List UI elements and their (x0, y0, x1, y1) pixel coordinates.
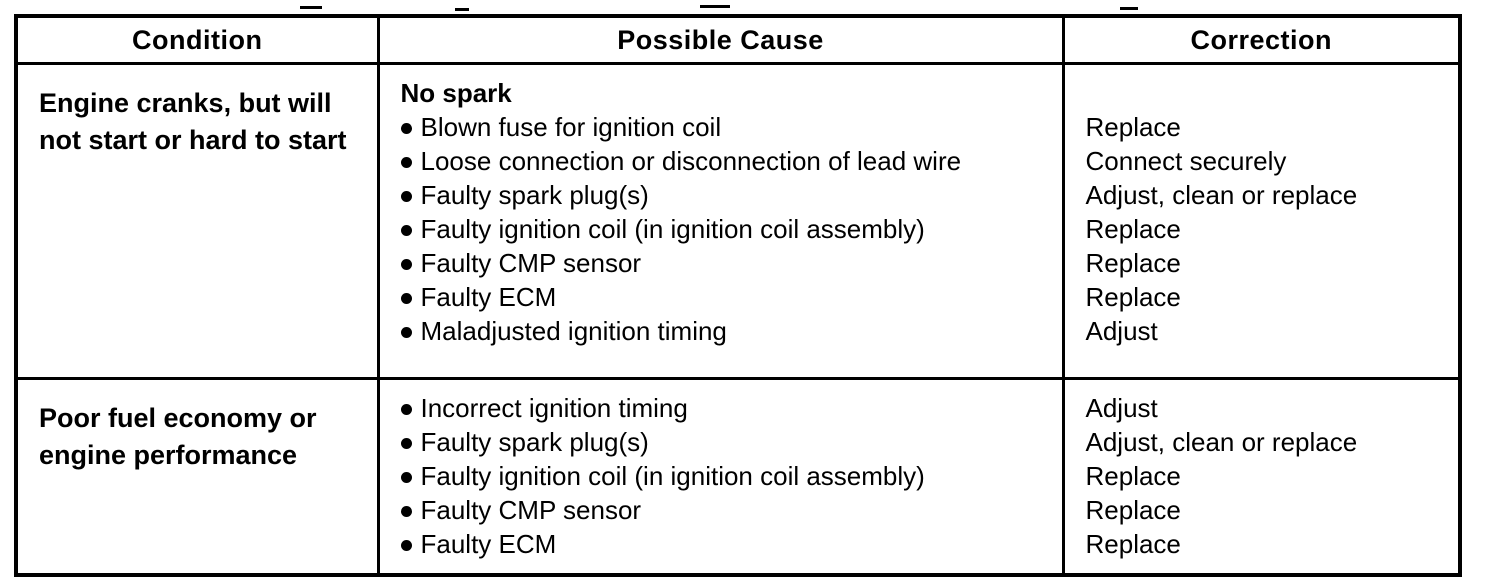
cause-text: Faulty CMP sensor (420, 248, 642, 278)
scan-artifact (700, 5, 730, 8)
cause-item: Faulty spark plug(s) (400, 425, 1050, 459)
bullet-icon (400, 123, 412, 134)
condition-text: Engine cranks, but will not start or har… (39, 88, 347, 155)
possible-cause-cell: No spark Blown fuse for ignition coil Lo… (376, 62, 1065, 380)
correction-item: Replace (1085, 282, 1181, 312)
correction-item: Replace (1085, 248, 1181, 278)
condition-text: Poor fuel economy or engine performance (39, 403, 317, 470)
cause-item: Loose connection or disconnection of lea… (400, 144, 1050, 178)
column-header-correction: Correction (1061, 14, 1462, 65)
correction-item: Replace (1085, 529, 1181, 559)
correction-item: Replace (1085, 214, 1181, 244)
bullet-icon (400, 438, 412, 449)
cause-group-heading: No spark (400, 78, 512, 108)
cause-text: Faulty CMP sensor (420, 495, 642, 525)
cause-item: Faulty spark plug(s) (400, 178, 1050, 212)
column-header-condition: Condition (14, 14, 380, 65)
cause-item: Maladjusted ignition timing (400, 314, 1050, 348)
correction-item: Adjust, clean or replace (1085, 427, 1358, 457)
scan-artifact (1120, 7, 1138, 10)
cause-text: Faulty spark plug(s) (420, 427, 649, 457)
scan-artifact (455, 8, 469, 11)
cause-text: Faulty ECM (420, 529, 557, 559)
cause-text: Incorrect ignition timing (420, 393, 688, 423)
scan-artifact (300, 6, 322, 9)
cause-item: Faulty CMP sensor (400, 493, 1050, 527)
bullet-icon (400, 225, 412, 236)
cause-item: Faulty CMP sensor (400, 246, 1050, 280)
possible-cause-cell: Incorrect ignition timing Faulty spark p… (376, 377, 1065, 576)
cause-item: Faulty ECM (400, 527, 1050, 561)
cause-text: Blown fuse for ignition coil (420, 112, 722, 142)
condition-cell: Engine cranks, but will not start or har… (14, 62, 380, 380)
correction-item: Adjust (1085, 316, 1158, 346)
cause-item: Incorrect ignition timing (400, 391, 1050, 425)
cause-text: Faulty spark plug(s) (420, 180, 649, 210)
bullet-icon (400, 472, 412, 483)
correction-item: Adjust (1085, 393, 1158, 423)
correction-cell: Adjust Adjust, clean or replace Replace … (1061, 377, 1462, 576)
bullet-icon (400, 157, 412, 168)
correction-item: Replace (1085, 112, 1181, 142)
column-header-possible-cause: Possible Cause (376, 14, 1065, 65)
bullet-icon (400, 404, 412, 415)
cause-item: Blown fuse for ignition coil (400, 110, 1050, 144)
correction-item: Replace (1085, 461, 1181, 491)
correction-spacer (1086, 76, 1447, 110)
bullet-icon (400, 540, 412, 551)
bullet-icon (400, 293, 412, 304)
bullet-icon (400, 506, 412, 517)
table-header-row: Condition Possible Cause Correction (14, 14, 1462, 65)
cause-text: Faulty ignition coil (in ignition coil a… (420, 214, 925, 244)
correction-item: Replace (1085, 495, 1181, 525)
correction-item: Connect securely (1085, 146, 1287, 176)
troubleshooting-table: Condition Possible Cause Correction Engi… (14, 14, 1462, 577)
cause-text: Loose connection or disconnection of lea… (420, 146, 962, 176)
cause-text: Faulty ECM (420, 282, 557, 312)
condition-cell: Poor fuel economy or engine performance (14, 377, 380, 576)
cause-item: Faulty ECM (400, 280, 1050, 314)
cause-item: Faulty ignition coil (in ignition coil a… (400, 212, 1050, 246)
bullet-icon (400, 191, 412, 202)
table-row: Poor fuel economy or engine performance … (14, 377, 1462, 576)
correction-cell: Replace Connect securely Adjust, clean o… (1061, 62, 1462, 380)
bullet-icon (400, 327, 412, 338)
bullet-icon (400, 259, 412, 270)
cause-item: Faulty ignition coil (in ignition coil a… (400, 459, 1050, 493)
cause-text: Faulty ignition coil (in ignition coil a… (420, 461, 925, 491)
cause-text: Maladjusted ignition timing (420, 316, 727, 346)
correction-item: Adjust, clean or replace (1085, 180, 1358, 210)
table-row: Engine cranks, but will not start or har… (14, 62, 1462, 380)
